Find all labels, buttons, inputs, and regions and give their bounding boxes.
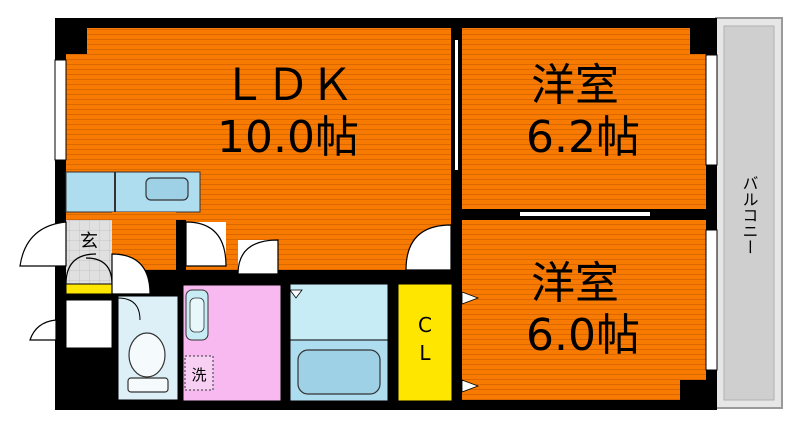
window [705,229,718,371]
window [54,59,67,161]
western-room-bottom-floor [462,220,706,400]
pillar [690,18,717,54]
western-room-top-floor [462,28,706,209]
closet [397,283,480,402]
western-room-top-size: 6.2帖 [526,112,640,163]
sliding-door-track [520,212,650,216]
window [705,54,718,166]
door-swing [405,224,452,271]
bathroom [289,283,389,402]
sliding-door-track [455,40,458,170]
balcony-label: バルコニー [740,175,759,255]
western-room-top-name: 洋室 [531,60,619,111]
closet-label-bottom: L [419,341,431,365]
front-door [19,221,67,341]
western-room-bottom-name: 洋室 [531,258,619,309]
hallway-wall [176,220,186,270]
ldk-size: 10.0帖 [217,112,359,163]
toilet-room [117,295,179,401]
balcony [715,17,783,409]
washer-label: 洗 [191,366,206,384]
closet-label-top: C [418,313,432,337]
western-room-bottom-size: 6.0帖 [526,310,640,361]
left-wall [55,210,65,410]
washroom [182,284,282,402]
pillar [680,380,717,410]
door-swing [237,239,279,275]
kitchen-counter [65,171,201,213]
entrance-label: 玄 [80,231,98,252]
door-swing [111,253,151,295]
storage-cupboard [65,299,113,349]
door-swing [185,221,227,267]
ldk-name: ＬＤＫ [222,60,354,111]
wall-block [66,348,112,408]
pillar [55,18,87,54]
